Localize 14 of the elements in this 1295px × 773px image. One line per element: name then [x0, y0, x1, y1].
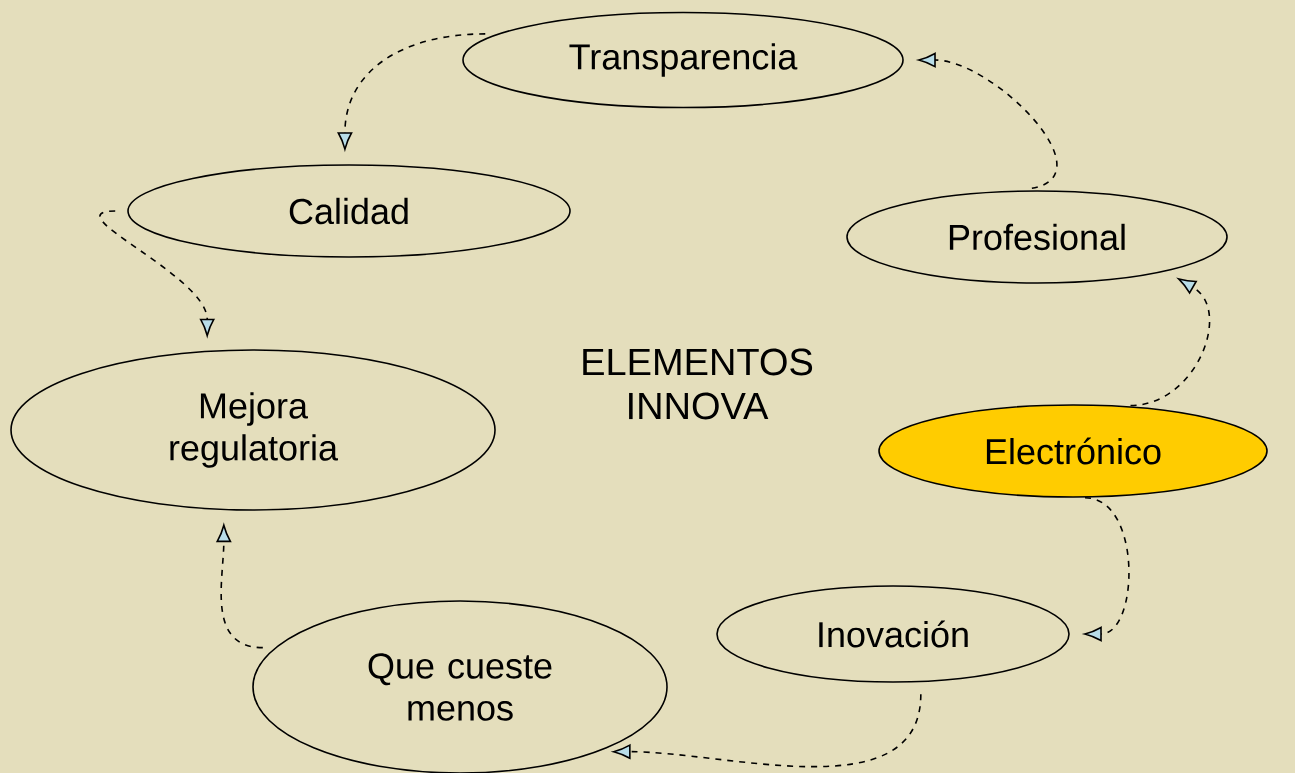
- ellipse-node: Calidad: [127, 164, 571, 258]
- curved-arrow: [99, 210, 215, 337]
- ellipse-node: Transparencia: [462, 11, 904, 109]
- ellipse-node: Electrónico: [878, 404, 1268, 498]
- ellipse-node: Profesional: [846, 190, 1228, 284]
- curved-arrow: [1129, 278, 1211, 407]
- curved-arrow: [612, 693, 922, 768]
- ellipse-node: Mejora regulatoria: [10, 349, 496, 511]
- curved-arrow: [337, 33, 487, 150]
- curved-arrow: [918, 52, 1058, 190]
- curved-arrow: [216, 524, 264, 649]
- curved-arrow: [1084, 497, 1130, 642]
- ellipse-node: Inovación: [716, 585, 1070, 683]
- center-title: ELEMENTOS INNOVA: [583, 348, 813, 420]
